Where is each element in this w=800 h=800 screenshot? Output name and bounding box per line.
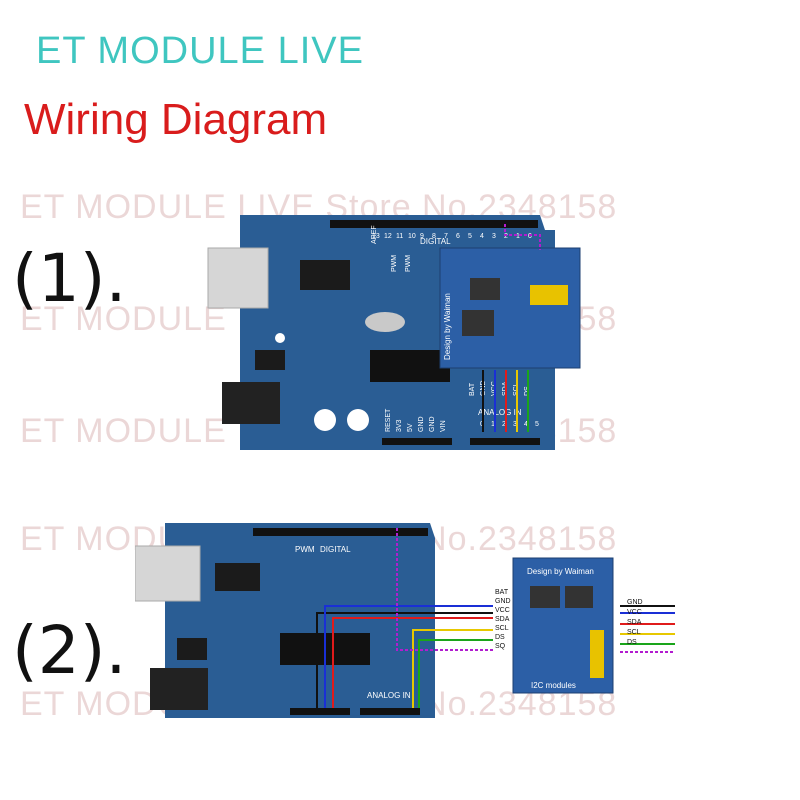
wire-sq (396, 528, 493, 651)
page-title: Wiring Diagram (24, 95, 328, 144)
analog-pin-number: 5 (535, 421, 539, 428)
module-pin-label: BAT (469, 382, 476, 396)
rtc-module (439, 247, 581, 369)
digital-header (253, 528, 428, 536)
mounting-hole (347, 409, 369, 431)
power-jack (150, 668, 208, 710)
power-pin-label: GND (418, 416, 425, 432)
digital-label: DIGITAL (420, 237, 451, 246)
module-right-pin-label: DS (627, 639, 637, 646)
power-pin-labels: RESET 3V3 5V GND GND VIN (385, 408, 447, 432)
digital-pin-number: 1 (516, 233, 520, 240)
analog-label: ANALOG IN (478, 408, 522, 417)
power-header (382, 438, 452, 445)
power-pin-label: VIN (440, 420, 447, 432)
analog-label: ANALOG IN (367, 691, 411, 700)
module-right-pins: GND VCC SDA SCL DS (627, 599, 643, 646)
mcu-chip (370, 350, 450, 382)
pwm-label: PWM (295, 545, 315, 554)
wire-sq (504, 224, 541, 250)
module-footer: I2C modules (531, 681, 576, 690)
digital-pin-number: 10 (408, 233, 416, 240)
module-right-pin-label: GND (627, 599, 643, 606)
module-left-pin-label: DS (495, 634, 505, 641)
digital-pin-number: 8 (432, 233, 436, 240)
wire-gnd (316, 612, 493, 708)
digital-pin-number: 4 (480, 233, 484, 240)
power-header (290, 708, 350, 715)
module-left-pin-label: GND (495, 598, 511, 605)
module-right-pin-label: VCC (627, 609, 642, 616)
pwm-label: PWM (405, 255, 412, 272)
usb-connector (207, 247, 269, 309)
module-left-pin-label: SCL (495, 625, 509, 632)
digital-pin-number: 5 (468, 233, 472, 240)
regulator-chip (255, 350, 285, 370)
step-2-label: (2). (12, 612, 127, 689)
power-pin-label: 5V (407, 423, 414, 432)
power-pin-label: RESET (385, 408, 392, 432)
module-left-pin-label: VCC (495, 607, 510, 614)
module-right-pin-label: SDA (627, 619, 642, 626)
analog-pin-number: 4 (524, 421, 528, 428)
module-design-text: Design by Waiman (527, 567, 594, 576)
power-pin-label: 3V3 (396, 419, 403, 432)
digital-pin-number: 3 (492, 233, 496, 240)
digital-header (330, 220, 538, 228)
module-right-pin-label: SCL (627, 629, 641, 636)
analog-header (360, 708, 420, 715)
usb-chip (215, 563, 260, 591)
regulator-chip (177, 638, 207, 660)
battery-holder (590, 630, 604, 678)
diagram-2: PWM DIGITAL ANALOG IN Design by Waiman I… (135, 523, 675, 718)
rtc-chip (530, 586, 560, 608)
aref-label: AREF (371, 225, 378, 244)
analog-pin-number: 1 (491, 421, 495, 428)
mounting-hole (275, 333, 285, 343)
module-left-pin-label: SDA (495, 616, 510, 623)
digital-label: DIGITAL (320, 545, 351, 554)
digital-pin-number: 2 (504, 233, 508, 240)
power-pin-label: GND (429, 416, 436, 432)
module-left-pin-label: SQ (495, 643, 506, 650)
step-1-label: (1). (12, 240, 127, 317)
digital-pin-number: 11 (396, 233, 403, 240)
digital-pin-number: 13 (372, 233, 380, 240)
module-left-pins: BAT GND VCC SDA SCL DS SQ (495, 589, 511, 650)
wire-ds (418, 639, 493, 708)
digital-pin-number: 7 (444, 233, 448, 240)
module-design-text: Design by Waiman (443, 293, 452, 360)
digital-pin-number: 9 (420, 233, 424, 240)
analog-pin-number: 2 (502, 421, 506, 428)
usb-chip (300, 260, 350, 290)
rtc-chip (470, 278, 500, 300)
mounting-hole (314, 409, 336, 431)
analog-header (470, 438, 540, 445)
eeprom-chip (462, 310, 494, 336)
wire-vcc (324, 605, 493, 708)
digital-pin-number: 6 (456, 233, 460, 240)
digital-pin-number: 12 (384, 233, 392, 240)
power-jack (222, 382, 280, 424)
analog-pin-number: 3 (513, 421, 517, 428)
usb-connector (135, 545, 201, 602)
wire-scl (412, 629, 493, 708)
crystal (365, 312, 405, 332)
brand-title: ET MODULE LIVE (36, 30, 364, 72)
digital-pin-number: 0 (528, 233, 532, 240)
battery-holder (530, 285, 568, 305)
module-left-pin-label: BAT (495, 589, 509, 596)
eeprom-chip (565, 586, 593, 608)
pwm-label: PWM (391, 255, 398, 272)
wire-sda (332, 617, 493, 708)
